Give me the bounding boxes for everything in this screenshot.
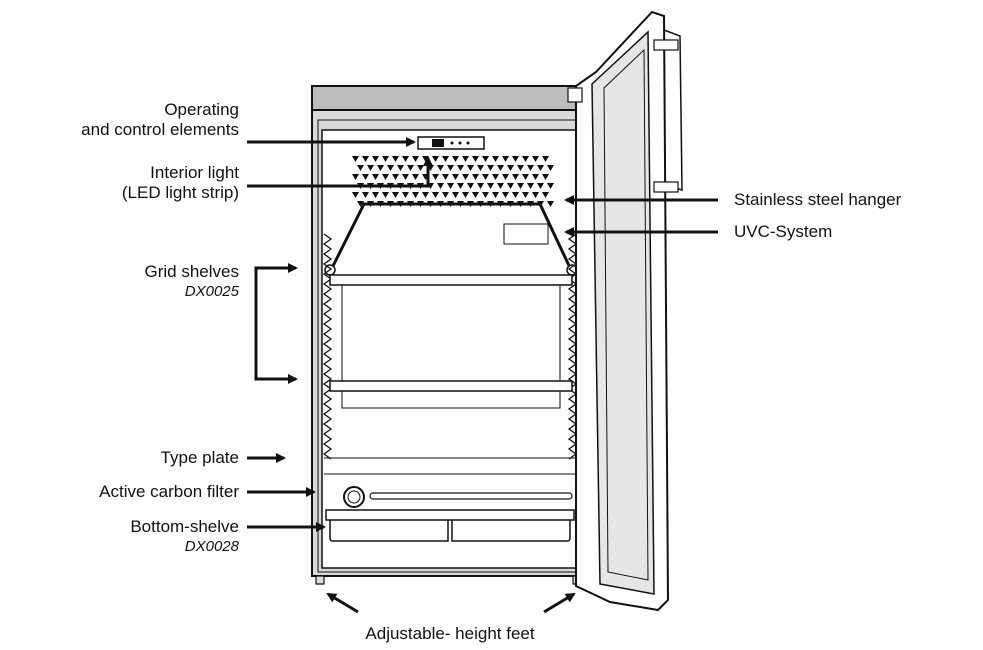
side-rack-left <box>322 233 333 460</box>
label-feet: Adjustable- height feet <box>365 624 535 643</box>
feet <box>315 575 582 585</box>
arrow-interior-light <box>247 156 433 188</box>
label-grid-shelves: Grid shelves DX0025 <box>144 262 239 300</box>
grid-shelf-upper <box>329 274 573 286</box>
bottom-shelf <box>325 509 575 542</box>
lower-compartment <box>324 457 576 500</box>
grid-shelf-lower <box>329 380 573 392</box>
label-uvc: UVC-System <box>734 222 833 241</box>
side-rack-right <box>567 233 578 460</box>
active-carbon-filter <box>343 486 365 508</box>
uvc-system-box <box>503 223 549 245</box>
callout-arrows <box>247 137 718 614</box>
label-interior-light: Interior light (LED light strip) <box>121 163 239 202</box>
label-bottom-shelve: Bottom-shelve DX0028 <box>130 517 239 555</box>
label-hanger: Stainless steel hanger <box>734 190 902 209</box>
label-carbon-filter: Active carbon filter <box>99 482 239 501</box>
arrow-grid-shelves <box>254 266 292 381</box>
label-operating: Operating and control elements <box>81 100 239 139</box>
control-panel <box>417 136 485 150</box>
open-door <box>567 10 683 612</box>
arrow-foot-right <box>543 592 576 614</box>
label-type-plate: Type plate <box>160 448 239 467</box>
arrow-foot-left <box>326 592 359 614</box>
